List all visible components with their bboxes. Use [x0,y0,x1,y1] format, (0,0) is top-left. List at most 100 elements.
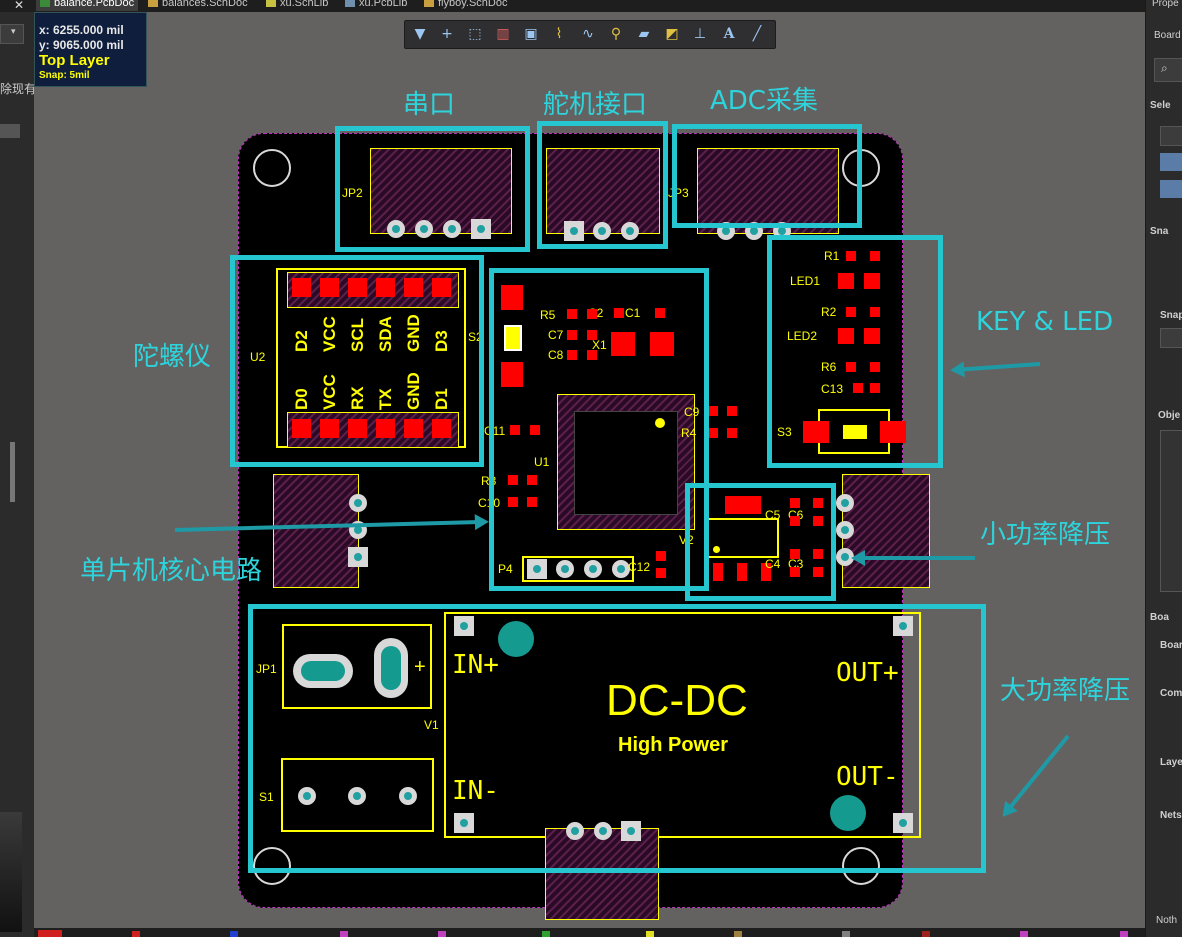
pad[interactable] [501,285,523,310]
pad[interactable] [587,350,597,360]
pad[interactable] [567,330,577,340]
switch-s2[interactable] [504,325,522,351]
dimension-icon[interactable]: ⊥ [693,26,707,42]
tab-xu-schlib[interactable]: xu.SchLib [266,0,328,11]
pad[interactable] [527,497,537,507]
pad[interactable] [593,222,611,240]
keepout-icon[interactable]: ◩ [665,26,679,42]
pad[interactable] [432,278,451,297]
pad[interactable] [566,822,584,840]
diff-pair-icon[interactable]: ∿ [582,26,594,42]
pad[interactable] [587,309,597,319]
layer-tab-top-paste[interactable] [842,931,850,937]
pad[interactable] [790,516,800,526]
section-selection[interactable]: Sele [1150,100,1171,111]
layer-color-swatch[interactable] [38,930,62,937]
layer-tab-top[interactable] [132,931,140,937]
pad[interactable] [813,498,823,508]
button[interactable] [1160,126,1182,146]
pad[interactable] [443,220,461,238]
pad[interactable] [527,559,547,579]
left-connector-footprint[interactable] [273,474,359,588]
led2-pad[interactable] [864,328,880,344]
pad[interactable] [836,494,854,512]
pad[interactable] [846,362,856,372]
filter-icon[interactable]: ▼ [414,26,426,42]
pad[interactable] [292,278,311,297]
pad[interactable] [510,425,520,435]
key-s3[interactable] [843,425,867,439]
pad[interactable] [790,498,800,508]
pad[interactable] [870,307,880,317]
pad[interactable] [656,551,666,561]
pad[interactable] [870,362,880,372]
pad[interactable] [727,428,737,438]
pad[interactable] [564,221,584,241]
pad[interactable] [584,560,602,578]
crystal-pad[interactable] [611,332,635,356]
layer-tab-bottom-overlay[interactable] [734,931,742,937]
via-icon[interactable]: ⚲ [610,26,622,42]
section-snap[interactable]: Sna [1150,226,1169,237]
pad[interactable] [813,516,823,526]
pad[interactable] [508,497,518,507]
layer-tab-bottom-solder[interactable] [1120,931,1128,937]
pad[interactable] [298,787,316,805]
pad[interactable] [846,251,856,261]
layer-tab-mechanical[interactable] [542,931,550,937]
layer-tab-bottom-paste[interactable] [922,931,930,937]
jp3-footprint[interactable] [697,148,839,234]
select-rect-icon[interactable]: ⬚ [468,26,482,42]
jp1-pad[interactable] [293,654,353,688]
pad[interactable] [612,560,630,578]
crosshair-icon[interactable]: + [441,26,453,42]
regulator-tab-pad[interactable] [725,496,761,514]
route-icon[interactable]: ⌇ [555,26,563,42]
right-connector-footprint[interactable] [842,474,930,588]
pad[interactable] [737,563,747,581]
pad[interactable] [836,521,854,539]
layer-tab-bottom[interactable] [230,931,238,937]
tab-flyboy-schdoc[interactable]: flyboy.SchDoc [424,0,508,11]
button[interactable] [1160,180,1182,198]
pad[interactable] [348,547,368,567]
pad[interactable] [614,308,624,318]
pad[interactable] [708,406,718,416]
section-board[interactable]: Boa [1150,612,1169,623]
bottom-connector-footprint[interactable] [545,828,659,920]
button[interactable] [1160,153,1182,171]
pad[interactable] [471,219,491,239]
pad[interactable] [727,406,737,416]
led1-pad[interactable] [864,273,880,289]
pad[interactable] [508,475,518,485]
text-icon[interactable]: A [723,26,735,42]
pad[interactable] [348,278,367,297]
objects-list[interactable] [1160,430,1182,592]
pad[interactable] [567,350,577,360]
layer-tab-top-solder[interactable] [1020,931,1028,937]
pad[interactable] [870,251,880,261]
pad[interactable] [594,822,612,840]
search-input[interactable]: ⌕ [1154,58,1182,82]
key-pad[interactable] [880,421,906,443]
tab-xu-pcblib[interactable]: xu.PcbLib [345,0,407,11]
pad[interactable] [415,220,433,238]
tab-balance-pcbdoc[interactable]: balance.PcbDoc [36,0,139,11]
pad[interactable] [813,549,823,559]
pad[interactable] [567,309,577,319]
pad[interactable] [404,419,423,438]
pad[interactable] [790,549,800,559]
tab-balances-schdoc[interactable]: balances.SchDoc [148,0,248,11]
pad[interactable] [454,616,474,636]
pad[interactable] [761,563,771,581]
jp1-pad[interactable] [374,638,408,698]
pad[interactable] [790,567,800,577]
align-icon[interactable]: ▥ [496,26,510,42]
snap-dropdown[interactable] [1160,328,1182,348]
crystal-pad[interactable] [650,332,674,356]
close-icon[interactable]: ✕ [14,0,25,12]
pad[interactable] [527,475,537,485]
pad[interactable] [621,222,639,240]
key-pad[interactable] [803,421,829,443]
pad[interactable] [376,278,395,297]
